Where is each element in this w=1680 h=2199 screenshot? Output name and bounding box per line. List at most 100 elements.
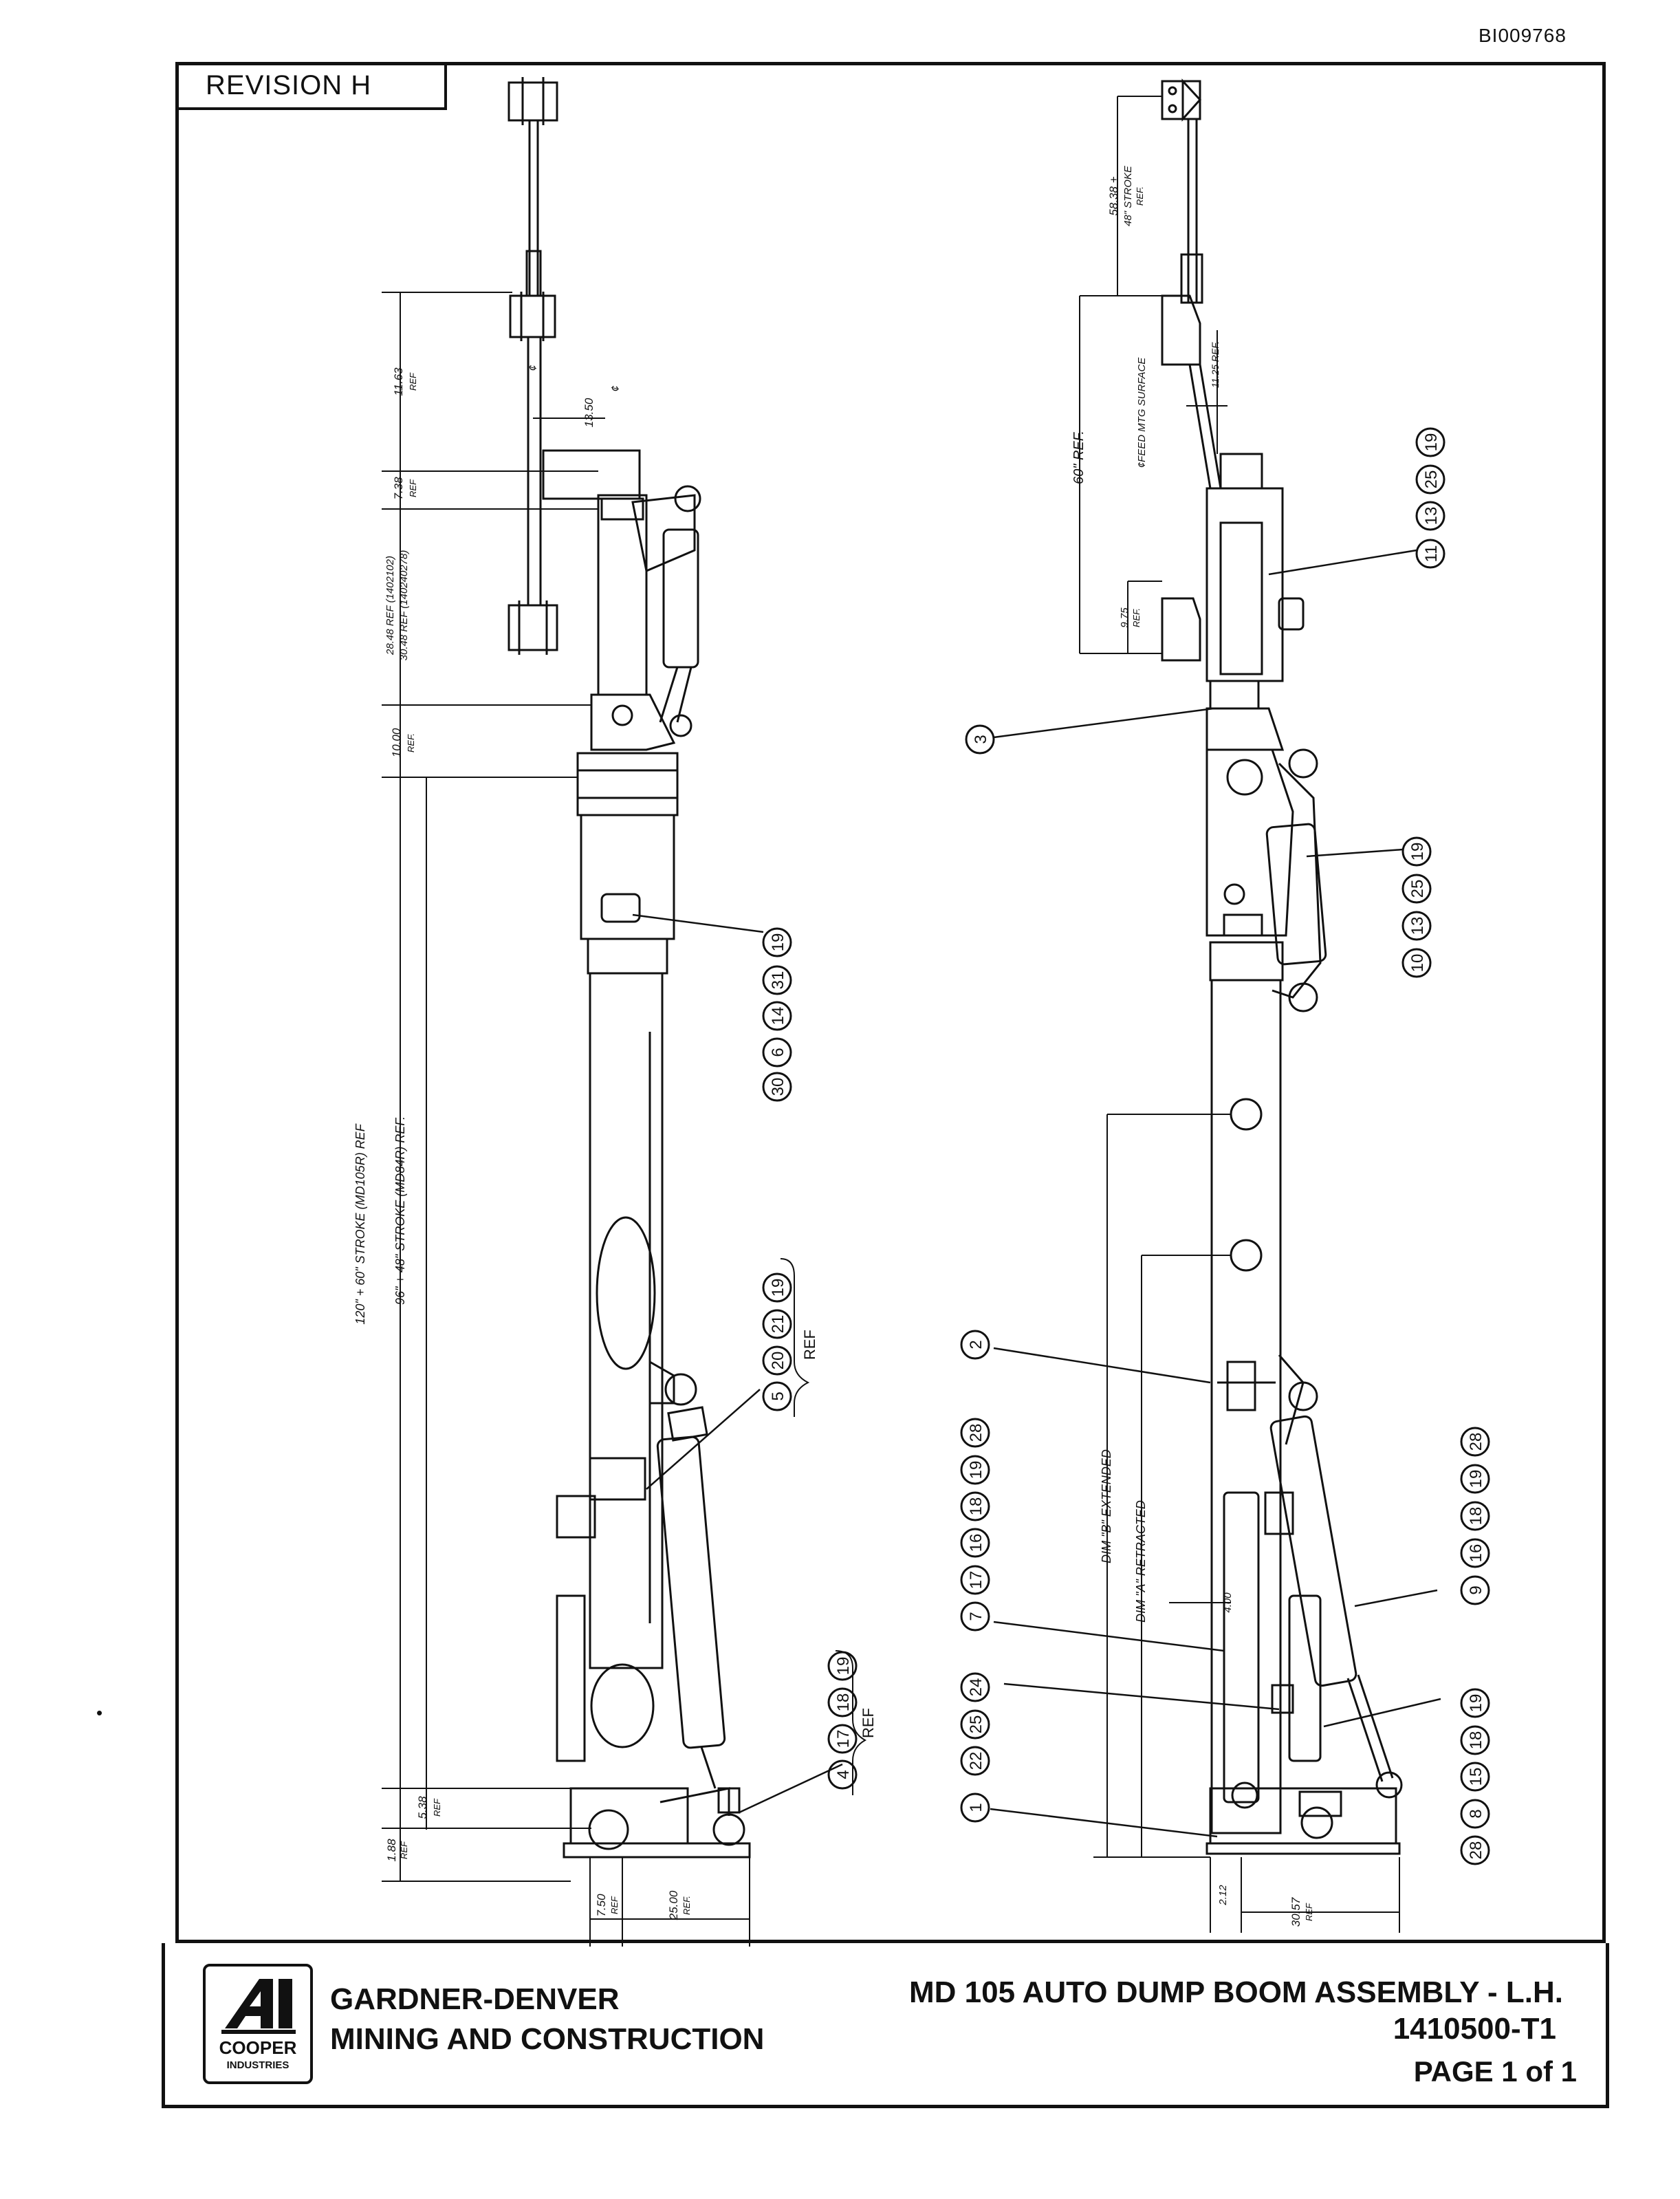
logo-text-industries: INDUSTRIES [226, 2059, 290, 2071]
page-number: PAGE 1 of 1 [1413, 2055, 1577, 2088]
balloon-text: 30 [769, 1078, 787, 1096]
centerline-mark: ¢ [610, 385, 622, 391]
title-block [162, 1943, 1609, 2108]
balloon-text: 4 [834, 1770, 853, 1779]
company-name: GARDNER-DENVER MINING AND CONSTRUCTION [330, 1980, 764, 2059]
ref-label: REF [801, 1330, 818, 1360]
balloon-text: 31 [769, 971, 787, 990]
balloon-text: 11 [1422, 545, 1441, 563]
stray-mark: • [96, 1702, 103, 1723]
callout-balloons [762, 427, 1490, 1865]
dim-58-38: 58.38 + [1107, 176, 1120, 215]
drawing-number: 1410500-T1 [1393, 2012, 1556, 2046]
dim-58-38-ref: REF. [1135, 186, 1145, 206]
dim-11-63-ref: REF [408, 372, 418, 391]
dim-58-38-stroke: 48" STROKE [1122, 165, 1134, 226]
dim-25-00-ref: REF. [681, 1896, 692, 1915]
balloon-text: 13 [1422, 507, 1441, 526]
balloon-text: 22 [967, 1752, 985, 1770]
dim-7-38-ref: REF [408, 479, 418, 497]
right-boom-view [1161, 78, 1403, 1855]
left-rotator-housing [580, 814, 675, 940]
balloon-text: 19 [769, 933, 787, 952]
company-line-1: GARDNER-DENVER [330, 1982, 620, 2016]
balloon-text: 16 [967, 1534, 985, 1552]
dim-30-48: 30.48 REF (140240278) [398, 550, 410, 661]
balloon-text: 16 [1467, 1544, 1485, 1563]
right-dump-bracket [1206, 748, 1294, 937]
drawing-frame [175, 62, 1606, 1943]
right-cylinder-block [1206, 487, 1284, 682]
balloon-text: 25 [1422, 470, 1441, 489]
left-yoke [576, 752, 679, 816]
dim-7-50-ref: REF [609, 1896, 620, 1914]
dim-1-88-ref: REF [399, 1841, 409, 1859]
balloon-text: 19 [769, 1279, 787, 1297]
ref-label: REF [860, 1708, 877, 1738]
dim-30-57: 30.57 [1289, 1897, 1302, 1927]
balloon-text: 19 [1422, 433, 1441, 452]
balloon-text: 15 [1467, 1768, 1485, 1786]
left-upper-clamp [509, 294, 556, 338]
balloon-text: 8 [1467, 1809, 1485, 1818]
dim-28-48: 28.48 REF (1402102) [384, 556, 396, 656]
logo-mark-icon [221, 1979, 296, 2034]
dim-4-00: 4.00 [1222, 1592, 1234, 1613]
dim-b-extended: DIM "B" EXTENDED [1100, 1449, 1113, 1563]
document-id: BI009768 [1479, 25, 1567, 46]
balloon-text: 7 [967, 1612, 985, 1621]
dim-11-25: 11.25 REF. [1210, 341, 1221, 388]
stroke-dim-md105: 120" + 60" STROKE (MD105R) REF [353, 1123, 367, 1324]
cooper-logo: COOPER INDUSTRIES [203, 1964, 313, 2084]
balloon-text: 18 [967, 1497, 985, 1516]
leader-lines [632, 549, 1441, 1838]
balloon-text: 2 [967, 1340, 985, 1349]
left-boom-view [508, 77, 751, 1859]
left-base-pivot [588, 1809, 629, 1850]
dim-5-38-ref: REF [432, 1798, 442, 1817]
drawing-title: MD 105 AUTO DUMP BOOM ASSEMBLY - L.H. [908, 1975, 1563, 2009]
right-top-bracket [1161, 80, 1201, 120]
balloon-text: 14 [769, 1007, 787, 1026]
balloon-text: 6 [769, 1048, 787, 1057]
balloon-text: 19 [834, 1657, 853, 1676]
revision-box: REVISION H [175, 62, 447, 110]
balloon-text: 18 [1467, 1507, 1485, 1526]
dim-7-38: 7.38 [392, 477, 405, 500]
dim-9-75: 9.75 [1119, 607, 1131, 628]
dim-13-50: 13.50 [582, 398, 596, 427]
dim-7-50: 7.50 [595, 1894, 608, 1917]
dim-1-88: 1.88 [385, 1839, 398, 1862]
balloon-text: 28 [967, 1424, 985, 1442]
left-lift-cylinder [656, 1436, 726, 1749]
balloon-text: 9 [1467, 1585, 1485, 1594]
balloon-text: 19 [1408, 843, 1427, 861]
balloon-text: 19 [1467, 1694, 1485, 1713]
balloon-text: 5 [769, 1391, 787, 1400]
right-outer-tube [1210, 979, 1282, 1834]
dim-30-57-ref: REF [1304, 1903, 1314, 1921]
dim-11-63: 11.63 [392, 367, 405, 396]
balloon-text: 18 [1467, 1731, 1485, 1750]
balloon-text: 24 [967, 1678, 985, 1697]
dim-25-00: 25.00 [667, 1890, 680, 1920]
dim-5-38: 5.38 [416, 1796, 429, 1819]
left-outer-tube [589, 972, 664, 1669]
balloon-text: 19 [967, 1461, 985, 1480]
dim-2-12: 2.12 [1217, 1885, 1229, 1906]
centerline-mark: ¢ [527, 365, 539, 371]
balloon-text: 25 [967, 1715, 985, 1734]
balloon-text: 10 [1408, 954, 1427, 973]
company-line-2: MINING AND CONSTRUCTION [330, 2022, 765, 2056]
balloon-text: 19 [1467, 1470, 1485, 1488]
left-lower-clamp [508, 604, 558, 651]
balloon-text: 20 [769, 1352, 787, 1370]
balloon-text: 17 [967, 1571, 985, 1590]
balloon-text: 18 [834, 1693, 853, 1712]
balloon-text: 1 [967, 1803, 985, 1812]
right-feed-mount [1161, 294, 1201, 366]
dim-10-00: 10.00 [390, 728, 403, 757]
balloon-text: 28 [1467, 1841, 1485, 1860]
dim-10-00-ref: REF. [406, 733, 416, 752]
